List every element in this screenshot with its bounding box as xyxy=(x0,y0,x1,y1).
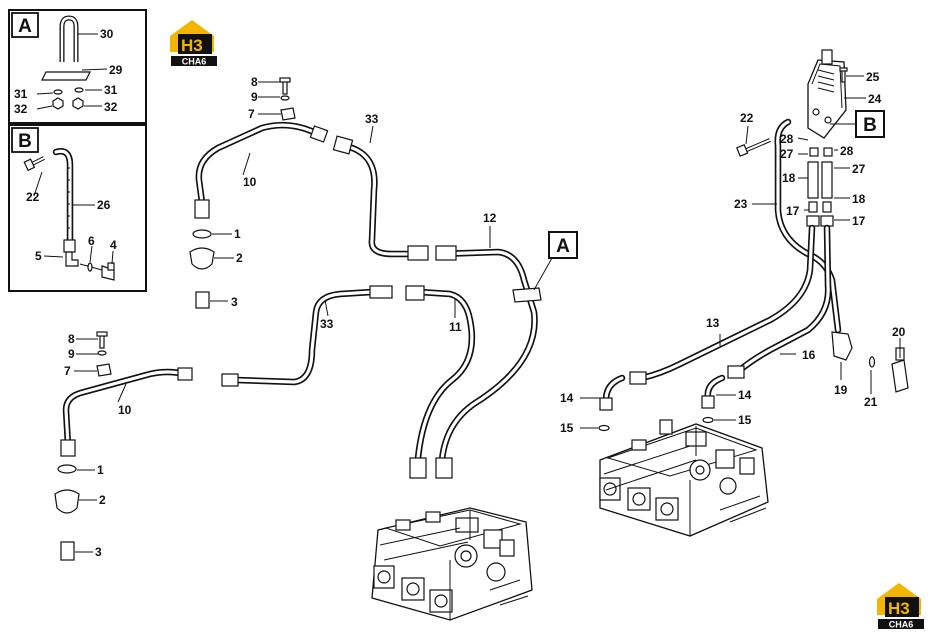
label-1: 1 xyxy=(97,463,104,477)
label-8: 8 xyxy=(251,75,258,89)
control-valve-right xyxy=(599,419,769,537)
logo-text: CHA6 xyxy=(182,57,207,67)
brand-logo: H3 CHA6 xyxy=(170,20,217,67)
inset-a: A 30 29 31 31 32 32 xyxy=(8,9,147,124)
label-23: 23 xyxy=(734,197,748,211)
label-20: 20 xyxy=(892,325,906,339)
label-19: 19 xyxy=(834,383,848,397)
callout-a-letter: A xyxy=(556,236,570,257)
label-33: 33 xyxy=(365,112,379,126)
label-18: 18 xyxy=(852,192,866,206)
elbow-fitting xyxy=(65,251,79,267)
label-22: 22 xyxy=(740,111,754,125)
left-upper-assembly: 8 9 7 10 33 1 2 3 12 xyxy=(189,75,542,464)
label-1: 1 xyxy=(234,227,241,241)
label-32: 32 xyxy=(14,102,28,116)
control-valve-left xyxy=(371,507,533,621)
label-33: 33 xyxy=(320,317,334,331)
label-28: 28 xyxy=(780,132,794,146)
label-28: 28 xyxy=(840,144,854,158)
label-30: 30 xyxy=(100,27,114,41)
left-lower-assembly: 8 9 7 10 33 11 1 2 3 xyxy=(54,285,476,561)
label-27: 27 xyxy=(780,147,794,161)
callout-a: A xyxy=(533,231,578,291)
label-6: 6 xyxy=(88,234,95,248)
tee-fitting xyxy=(891,359,909,393)
label-3: 3 xyxy=(231,295,238,309)
hose-clamp xyxy=(512,287,542,303)
inset-b-letter: B xyxy=(18,131,32,152)
label-4: 4 xyxy=(110,238,117,252)
label-17: 17 xyxy=(786,204,800,218)
label-15: 15 xyxy=(560,421,574,435)
inset-a-letter: A xyxy=(18,16,32,37)
label-9: 9 xyxy=(68,347,75,361)
logo-mark: H3 xyxy=(888,599,910,618)
brand-logo: H3 CHA6 xyxy=(877,583,924,630)
label-17: 17 xyxy=(852,214,866,228)
label-29: 29 xyxy=(109,63,123,77)
logo-text: CHA6 xyxy=(889,620,914,630)
label-3: 3 xyxy=(95,545,102,559)
label-13: 13 xyxy=(706,316,720,330)
label-8: 8 xyxy=(68,332,75,346)
nut xyxy=(52,97,64,110)
label-16: 16 xyxy=(802,348,816,362)
label-31: 31 xyxy=(14,87,28,101)
clamp-plate xyxy=(41,71,91,81)
inset-b: B 22 26 5 6 4 xyxy=(8,124,147,292)
label-21: 21 xyxy=(864,395,878,409)
label-32: 32 xyxy=(104,100,118,114)
nut xyxy=(72,97,84,110)
port-adapter xyxy=(189,247,215,270)
label-12: 12 xyxy=(483,211,497,225)
label-31: 31 xyxy=(104,83,118,97)
label-9: 9 xyxy=(251,90,258,104)
callout-b-letter: B xyxy=(863,115,877,136)
port-adapter xyxy=(54,489,80,514)
label-24: 24 xyxy=(868,92,882,106)
label-27: 27 xyxy=(852,162,866,176)
label-22: 22 xyxy=(26,190,40,204)
label-7: 7 xyxy=(248,107,255,121)
elbow-fitting xyxy=(831,331,853,361)
label-2: 2 xyxy=(236,251,243,265)
label-26: 26 xyxy=(97,198,111,212)
callout-b: B xyxy=(830,110,885,138)
label-18: 18 xyxy=(782,171,796,185)
label-15: 15 xyxy=(738,413,752,427)
right-lower-assembly: 13 16 20 19 21 14 14 15 15 xyxy=(560,224,909,435)
label-10: 10 xyxy=(118,403,132,417)
label-14: 14 xyxy=(560,391,574,405)
label-7: 7 xyxy=(64,364,71,378)
label-11: 11 xyxy=(449,320,462,334)
label-2: 2 xyxy=(99,493,106,507)
label-25: 25 xyxy=(866,70,880,84)
label-14: 14 xyxy=(738,388,752,402)
logo-mark: H3 xyxy=(181,36,203,55)
label-10: 10 xyxy=(243,175,257,189)
label-5: 5 xyxy=(35,249,42,263)
